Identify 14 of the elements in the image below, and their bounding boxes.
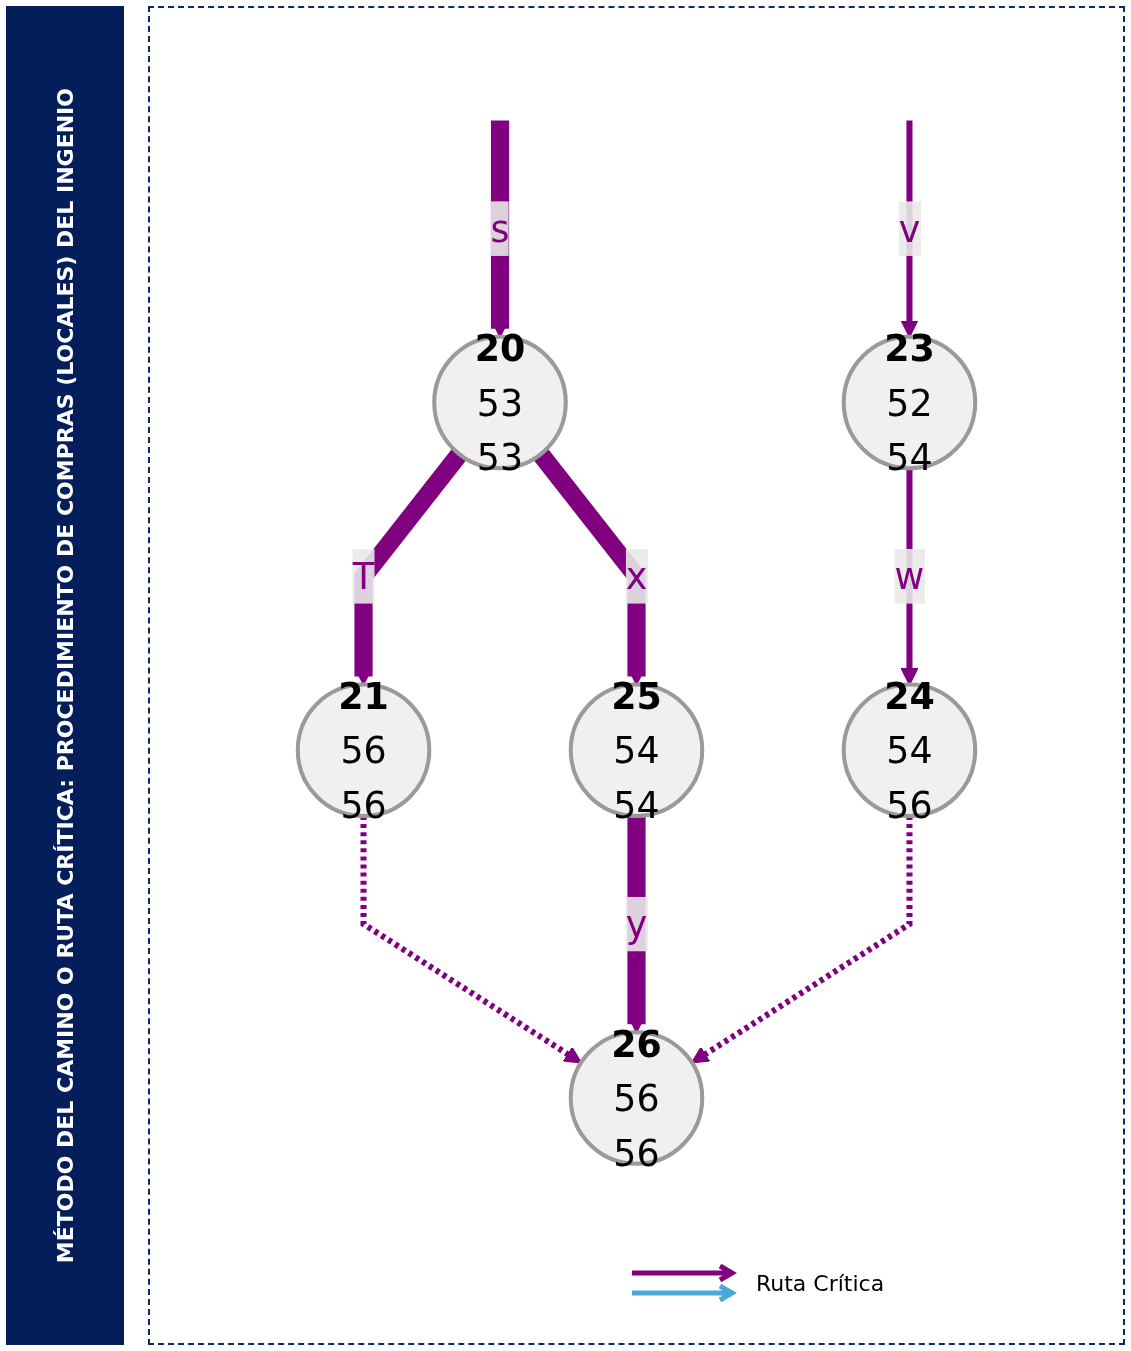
node-circle: 21 56 56 — [295, 681, 432, 818]
node-circle: 25 54 54 — [568, 681, 705, 818]
edge-label: s — [490, 206, 510, 250]
title: MÉTODO DEL CAMINO O RUTA CRÍTICA: PROCEDIMIENTO DE COMPRAS (LOCALES) DEL INGENIO — [52, 87, 78, 1264]
edge-label: T — [352, 554, 375, 598]
legend-text: Ruta Crítica — [756, 1270, 885, 1296]
edge-label: w — [894, 554, 925, 598]
edge-label: y — [625, 902, 648, 945]
node-circle: 20 53 53 — [432, 334, 568, 470]
edge-label: v — [898, 206, 921, 250]
edge-label: x — [625, 554, 648, 598]
node-circle: 26 56 56 — [568, 1029, 705, 1166]
node-circle: 23 52 54 — [841, 334, 978, 470]
node-circle: 24 54 56 — [841, 681, 978, 818]
